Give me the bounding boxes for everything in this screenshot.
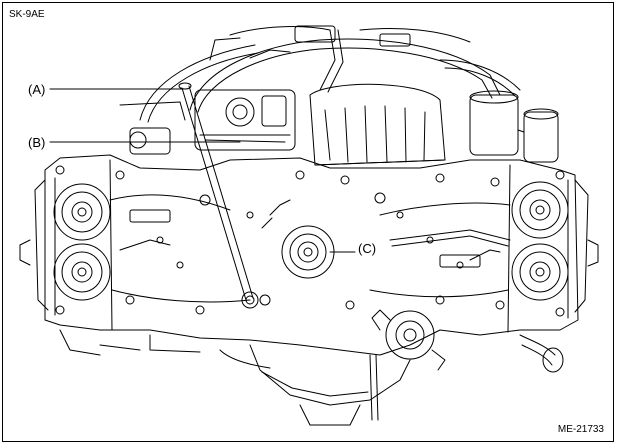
callout-a-label: (A): [28, 82, 46, 97]
intake-chamber: [309, 83, 446, 166]
figure-code-top: SK-9AE: [9, 9, 45, 20]
callout-b-label: (B): [28, 135, 46, 150]
figure-frame: [2, 2, 614, 442]
callout-leaders: [49, 88, 356, 253]
figure-code-bottom: ME-21733: [557, 424, 604, 435]
dipstick: [178, 82, 259, 309]
intake-manifold-runners: [119, 25, 521, 123]
left-cam-sprockets: [53, 183, 111, 301]
left-accessories: [19, 179, 599, 356]
crank-pulley: [261, 199, 335, 279]
cover-bolts: [55, 165, 565, 317]
right-cam-sprockets: [511, 181, 569, 301]
oil-pan: [249, 344, 411, 426]
timing-cover: [44, 154, 579, 356]
water-pump: [149, 309, 564, 373]
timing-belt-guides: [109, 194, 511, 303]
throttle-cluster: [129, 89, 296, 155]
right-canister: [469, 90, 559, 163]
callout-c-label: (C): [358, 241, 377, 256]
